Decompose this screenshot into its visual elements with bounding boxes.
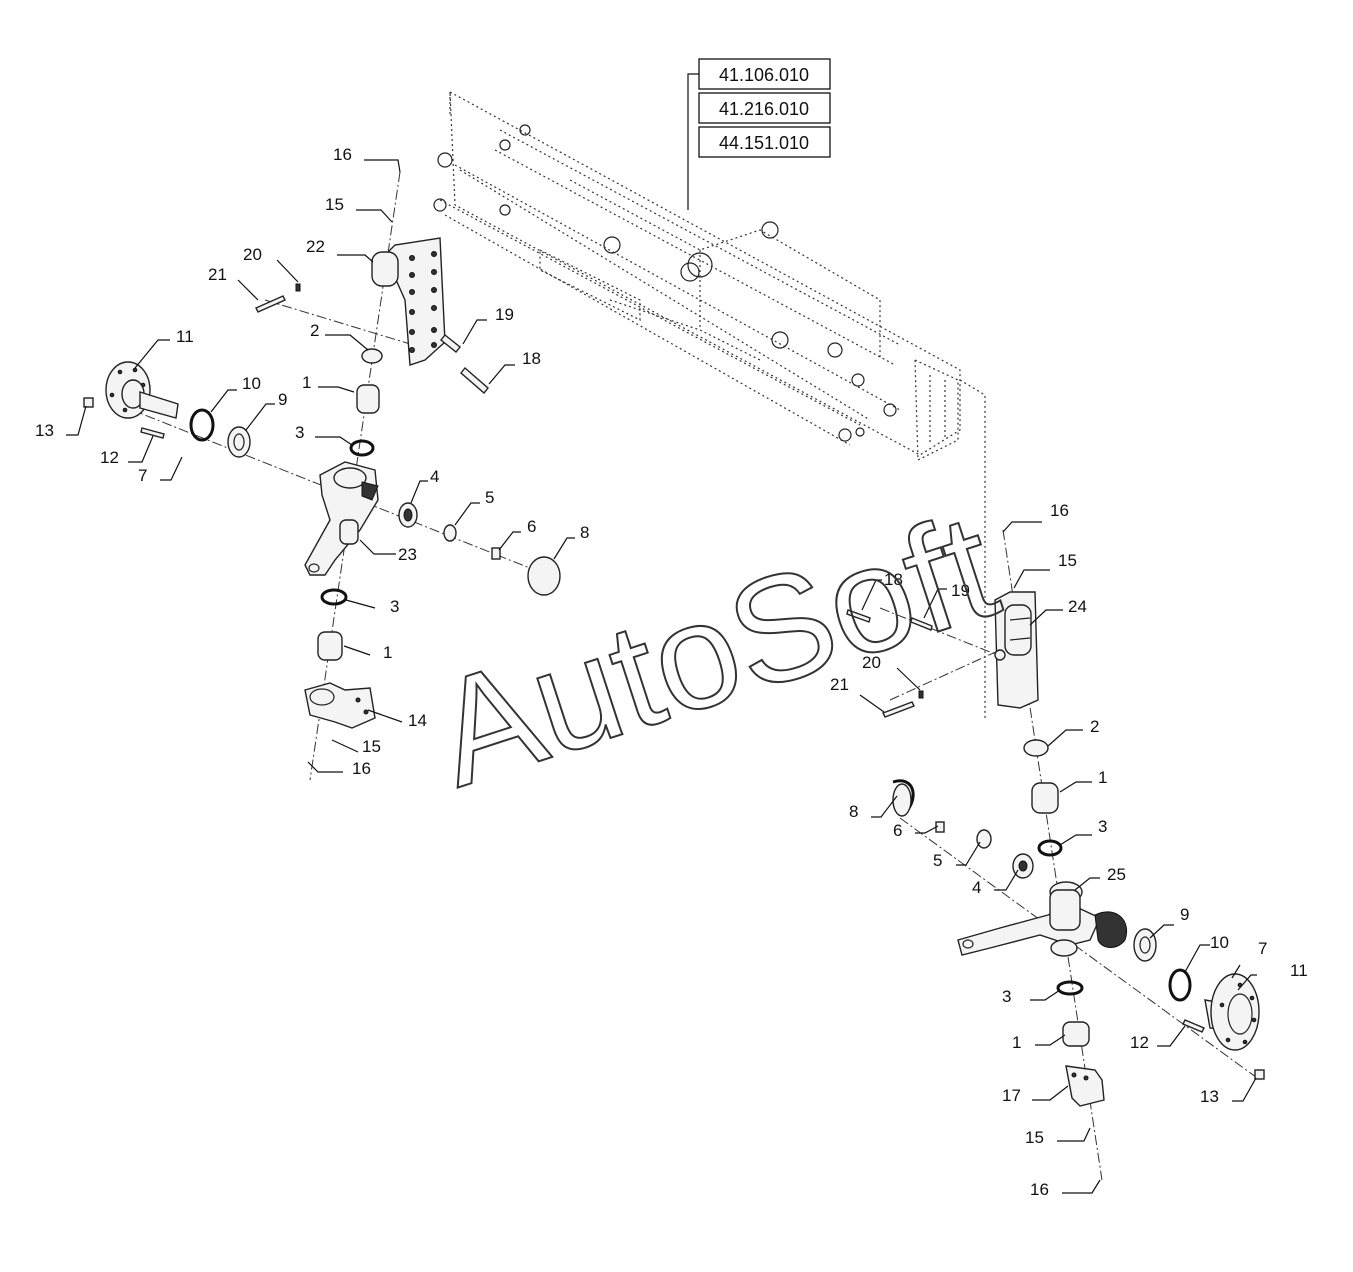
callout-15-lower[interactable]: 15 xyxy=(362,737,381,756)
callout-11[interactable]: 11 xyxy=(176,327,194,346)
callout-11-r[interactable]: 11 xyxy=(1290,961,1308,980)
callout-18[interactable]: 18 xyxy=(522,349,541,368)
kingpin-sleeve-22 xyxy=(371,251,399,287)
callout-23[interactable]: 23 xyxy=(398,545,417,564)
callout-3[interactable]: 3 xyxy=(295,423,304,442)
lower-bracket-17 xyxy=(1065,1065,1105,1107)
callout-2-r[interactable]: 2 xyxy=(1090,717,1099,736)
callout-10-r[interactable]: 10 xyxy=(1210,933,1229,952)
callout-15-r[interactable]: 15 xyxy=(1058,551,1077,570)
callout-13-r[interactable]: 13 xyxy=(1200,1087,1219,1106)
callout-4[interactable]: 4 xyxy=(430,467,439,486)
right-steering-assembly xyxy=(846,591,1265,1107)
callout-9[interactable]: 9 xyxy=(278,390,287,409)
callout-20-r[interactable]: 20 xyxy=(862,653,881,672)
callout-7-r[interactable]: 7 xyxy=(1258,939,1267,958)
callout-1[interactable]: 1 xyxy=(302,373,311,392)
callout-1-lower[interactable]: 1 xyxy=(383,643,392,662)
ref-box-2[interactable]: 41.216.010 xyxy=(719,99,809,119)
callout-3-r[interactable]: 3 xyxy=(1098,817,1107,836)
callout-8[interactable]: 8 xyxy=(580,523,589,542)
callout-4-r[interactable]: 4 xyxy=(972,878,981,897)
knuckle-23 xyxy=(304,461,379,576)
callout-14[interactable]: 14 xyxy=(408,711,427,730)
callout-22[interactable]: 22 xyxy=(306,237,325,256)
callout-13[interactable]: 13 xyxy=(35,421,54,440)
callout-24[interactable]: 24 xyxy=(1068,597,1087,616)
left-steering-assembly xyxy=(83,237,561,729)
callout-19[interactable]: 19 xyxy=(495,305,514,324)
axle-beam-phantom xyxy=(433,90,986,720)
callout-3-lower[interactable]: 3 xyxy=(390,597,399,616)
callout-16-r-lower[interactable]: 16 xyxy=(1030,1180,1049,1199)
callout-19-r[interactable]: 19 xyxy=(951,581,970,600)
callout-12[interactable]: 12 xyxy=(100,448,119,467)
callout-25[interactable]: 25 xyxy=(1107,865,1126,884)
callout-3-r-lower[interactable]: 3 xyxy=(1002,987,1011,1006)
callout-15[interactable]: 15 xyxy=(325,195,344,214)
leader-lines xyxy=(66,159,1257,1194)
callouts-left: 16 15 22 20 21 19 18 11 2 1 10 9 13 12 7… xyxy=(35,145,589,778)
callout-15-r-lower[interactable]: 15 xyxy=(1025,1128,1044,1147)
callout-1-r[interactable]: 1 xyxy=(1098,768,1107,787)
callouts-right: 16 15 18 19 24 20 21 2 1 8 6 3 5 4 25 9 … xyxy=(830,501,1308,1199)
callout-9-r[interactable]: 9 xyxy=(1180,905,1189,924)
callout-20[interactable]: 20 xyxy=(243,245,262,264)
callout-16-lower[interactable]: 16 xyxy=(352,759,371,778)
callout-8-r[interactable]: 8 xyxy=(849,802,858,821)
callout-21[interactable]: 21 xyxy=(208,265,227,284)
callout-17[interactable]: 17 xyxy=(1002,1086,1021,1105)
ref-box-3[interactable]: 44.151.010 xyxy=(719,133,809,153)
callout-5[interactable]: 5 xyxy=(485,488,494,507)
pin-21-left xyxy=(255,295,286,313)
bracket-22 xyxy=(384,237,446,366)
watermark: AutoSoft xyxy=(415,481,1014,819)
ref-box-1[interactable]: 41.106.010 xyxy=(719,65,809,85)
callout-21-r[interactable]: 21 xyxy=(830,675,849,694)
callout-6-r[interactable]: 6 xyxy=(893,821,902,840)
callout-12-r[interactable]: 12 xyxy=(1130,1033,1149,1052)
callout-10[interactable]: 10 xyxy=(242,374,261,393)
lower-bracket-14 xyxy=(304,682,376,729)
callout-5-r[interactable]: 5 xyxy=(933,851,942,870)
callout-7[interactable]: 7 xyxy=(138,466,147,485)
reference-boxes: 41.106.010 41.216.010 44.151.010 xyxy=(687,58,831,210)
callout-16-r[interactable]: 16 xyxy=(1050,501,1069,520)
callout-6[interactable]: 6 xyxy=(527,517,536,536)
callout-16[interactable]: 16 xyxy=(333,145,352,164)
callout-2[interactable]: 2 xyxy=(310,321,319,340)
callout-1-r-lower[interactable]: 1 xyxy=(1012,1033,1021,1052)
callout-18-r[interactable]: 18 xyxy=(884,570,903,589)
